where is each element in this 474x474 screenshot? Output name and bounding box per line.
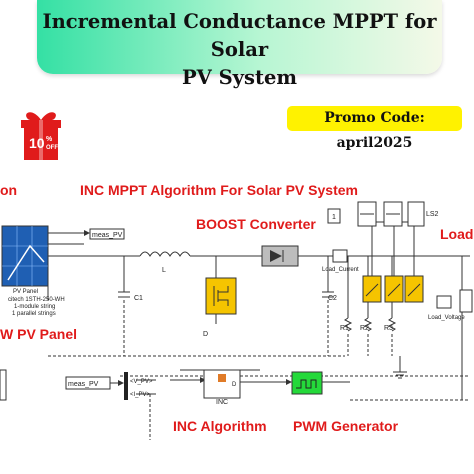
left-edge-label: on bbox=[0, 182, 18, 198]
inc-output-port-label: D bbox=[232, 382, 237, 388]
title-banner bbox=[37, 0, 442, 74]
pwm-generator-heading: PWM Generator bbox=[293, 418, 399, 434]
voltage-scope[interactable] bbox=[459, 289, 473, 313]
inc-mppt-heading: INC MPPT Algorithm For Solar PV System bbox=[80, 182, 358, 198]
inductor-label: L bbox=[162, 267, 166, 274]
gift-discount-icon: 10 % OFF bbox=[15, 108, 67, 164]
load-breaker-1[interactable] bbox=[362, 275, 382, 303]
boost-mosfet-switch[interactable]: D bbox=[203, 277, 237, 338]
load-voltage-label: Load_Voltage bbox=[428, 315, 465, 321]
load-scope-2[interactable] bbox=[383, 201, 403, 227]
badge-off: OFF bbox=[46, 145, 58, 151]
pv-desc-line3: 1 parallel strings bbox=[12, 311, 56, 317]
capacitor-c2-label: C2 bbox=[328, 295, 337, 302]
load-current-sensor[interactable]: Load_Current bbox=[322, 249, 359, 273]
pv-panel-block[interactable] bbox=[1, 225, 49, 287]
pv-panel-heading: W PV Panel bbox=[0, 326, 78, 342]
resistor-r1-label: R1 bbox=[340, 325, 349, 332]
meas-pv-goto-label: meas_PV bbox=[92, 232, 123, 239]
inc-block-label: INC bbox=[216, 399, 228, 406]
pv-panel-label: PV Panel bbox=[13, 289, 39, 295]
load-breaker-3[interactable] bbox=[404, 275, 424, 303]
bus-i-pv-label: <I_PV> bbox=[130, 392, 151, 398]
resistor-r3-label: R3 bbox=[384, 325, 393, 332]
capacitor-c1[interactable]: C1 bbox=[118, 291, 143, 302]
ls2-label: LS2 bbox=[426, 211, 439, 218]
load-breaker-2[interactable] bbox=[384, 275, 404, 303]
capacitor-c2[interactable]: C2 bbox=[322, 291, 337, 302]
inc-algorithm-block[interactable]: INC D bbox=[203, 369, 241, 406]
page-title: Incremental Conductance MPPT for Solar P… bbox=[37, 8, 442, 92]
badge-percent: 10 bbox=[29, 135, 45, 151]
resistor-r2-label: R2 bbox=[360, 325, 369, 332]
inc-algorithm-heading: INC Algorithm bbox=[173, 418, 267, 434]
pv-desc-line1: citech 1STH-250-WH bbox=[8, 297, 65, 303]
page-title-line1: Incremental Conductance MPPT for Solar bbox=[42, 10, 437, 61]
boost-converter-heading: BOOST Converter bbox=[196, 216, 316, 232]
meas-pv-from-label: meas_PV bbox=[68, 381, 99, 388]
bus-v-pv-label: <V_PV> bbox=[130, 379, 153, 385]
meas-pv-goto-tag[interactable]: meas_PV bbox=[89, 228, 125, 240]
pv-desc-line2: 1-module string bbox=[14, 304, 56, 310]
diode-block[interactable] bbox=[261, 245, 299, 267]
load-current-label: Load_Current bbox=[322, 267, 359, 273]
resistor-r2[interactable]: R2 bbox=[360, 317, 373, 332]
capacitor-c1-label: C1 bbox=[134, 295, 143, 302]
load-heading: Load bbox=[440, 226, 474, 242]
resistor-r1[interactable]: R1 bbox=[340, 317, 353, 332]
constant-block[interactable]: 1 bbox=[327, 208, 341, 224]
bus-selector[interactable]: <V_PV> <I_PV> bbox=[124, 372, 153, 400]
promo-code-badge: Promo Code: april2025 bbox=[287, 106, 462, 151]
pwm-generator-block[interactable] bbox=[291, 371, 323, 395]
inductor-l[interactable]: L bbox=[139, 251, 191, 274]
load-switch-ls2[interactable]: LS2 bbox=[407, 201, 439, 227]
load-voltage-sensor[interactable]: Load_Voltage bbox=[428, 295, 465, 321]
badge-percent-sign: % bbox=[46, 136, 53, 143]
load-scope-1[interactable] bbox=[357, 201, 377, 227]
constant-label: 1 bbox=[332, 214, 336, 221]
mosfet-gate-label: D bbox=[203, 331, 208, 338]
left-edge-block bbox=[0, 369, 7, 401]
page-title-line2: PV System bbox=[181, 66, 298, 89]
resistor-r3[interactable]: R3 bbox=[384, 317, 397, 332]
meas-pv-from-tag[interactable]: meas_PV bbox=[65, 376, 111, 390]
